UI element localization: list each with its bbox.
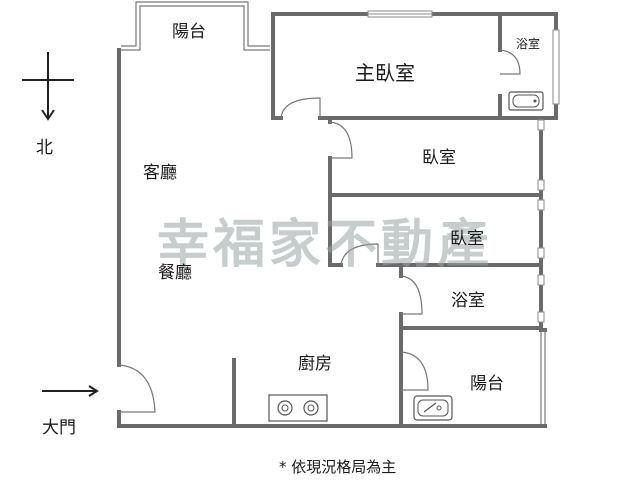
footnote: * 依現況格局為主 (279, 458, 396, 476)
room-label-small-bath: 浴室 (516, 36, 540, 51)
master-bedroom-windows (367, 10, 560, 105)
master-bedroom-door (280, 97, 321, 119)
bathroom-door (400, 275, 423, 315)
east-windows (537, 119, 546, 424)
entrance-marker: 大門 (42, 385, 99, 438)
stove-icon (268, 394, 328, 422)
room-label-bedroom-1: 臥室 (422, 148, 456, 168)
room-label-master-bedroom: 主臥室 (355, 61, 415, 85)
balcony-door (400, 351, 429, 391)
bedroom-2-door (340, 243, 379, 266)
bathtub-icon (508, 91, 544, 111)
compass: 北 (22, 52, 74, 158)
entrance-label: 大門 (42, 418, 76, 438)
room-label-living-room: 客廳 (143, 163, 177, 183)
watermark: 幸福家不動產 (157, 215, 493, 275)
room-label-balcony-bottom: 陽台 (470, 374, 504, 394)
entrance-door (118, 364, 156, 413)
bedroom-1-door (329, 121, 353, 159)
room-label-dining-room: 餐廳 (158, 263, 192, 283)
compass-arrow-head (41, 109, 55, 121)
room-label-kitchen: 廚房 (298, 353, 332, 374)
balcony-top-walls (117, 1, 270, 51)
compass-north-label: 北 (36, 138, 53, 158)
sink-icon (413, 395, 453, 421)
exterior-walls (117, 12, 558, 428)
entrance-arrow-head (88, 385, 99, 397)
room-label-balcony-top: 陽台 (172, 22, 206, 42)
small-bath-walls (498, 12, 544, 120)
small-bath-door (499, 49, 521, 75)
room-label-bathroom: 浴室 (451, 291, 485, 311)
interior-walls (232, 116, 547, 428)
room-label-bedroom-2: 臥室 (450, 229, 484, 249)
